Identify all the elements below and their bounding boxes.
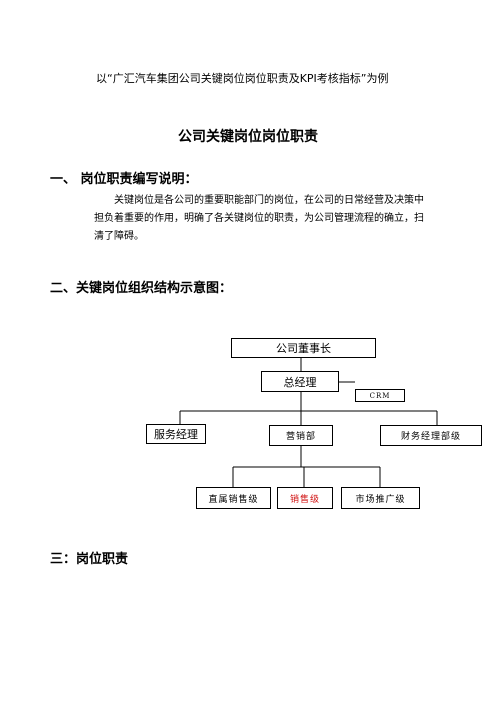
- section-1-heading: 一、 岗位职责编写说明：: [50, 172, 198, 187]
- section-2-heading: 二、关键岗位组织结构示意图：: [50, 281, 233, 296]
- org-node-sales-level: 销售级: [277, 487, 333, 509]
- org-node-marketing: 市场推广级: [341, 487, 420, 509]
- org-node-crm: CRM: [355, 389, 405, 402]
- org-node-direct-sales: 直属销售级: [196, 487, 271, 509]
- intro-line: 以“广汇汽车集团公司关键岗位岗位职责及KPI考核指标”为例: [96, 72, 389, 85]
- org-node-service-manager: 服务经理: [146, 424, 206, 444]
- org-node-finance-manager: 财务经理部级: [380, 425, 482, 446]
- org-node-board-chairman: 公司董事长: [231, 338, 376, 358]
- section-1-body: 关键岗位是各公司的重要职能部门的岗位，在公司的日常经营及决策中担负着重要的作用，…: [94, 195, 424, 242]
- section-3-heading: 三：岗位职责: [50, 552, 129, 567]
- org-node-general-manager: 总经理: [261, 371, 339, 392]
- page-title: 公司关键岗位岗位职责: [178, 129, 318, 145]
- org-node-sales-dept: 营销部: [269, 425, 333, 446]
